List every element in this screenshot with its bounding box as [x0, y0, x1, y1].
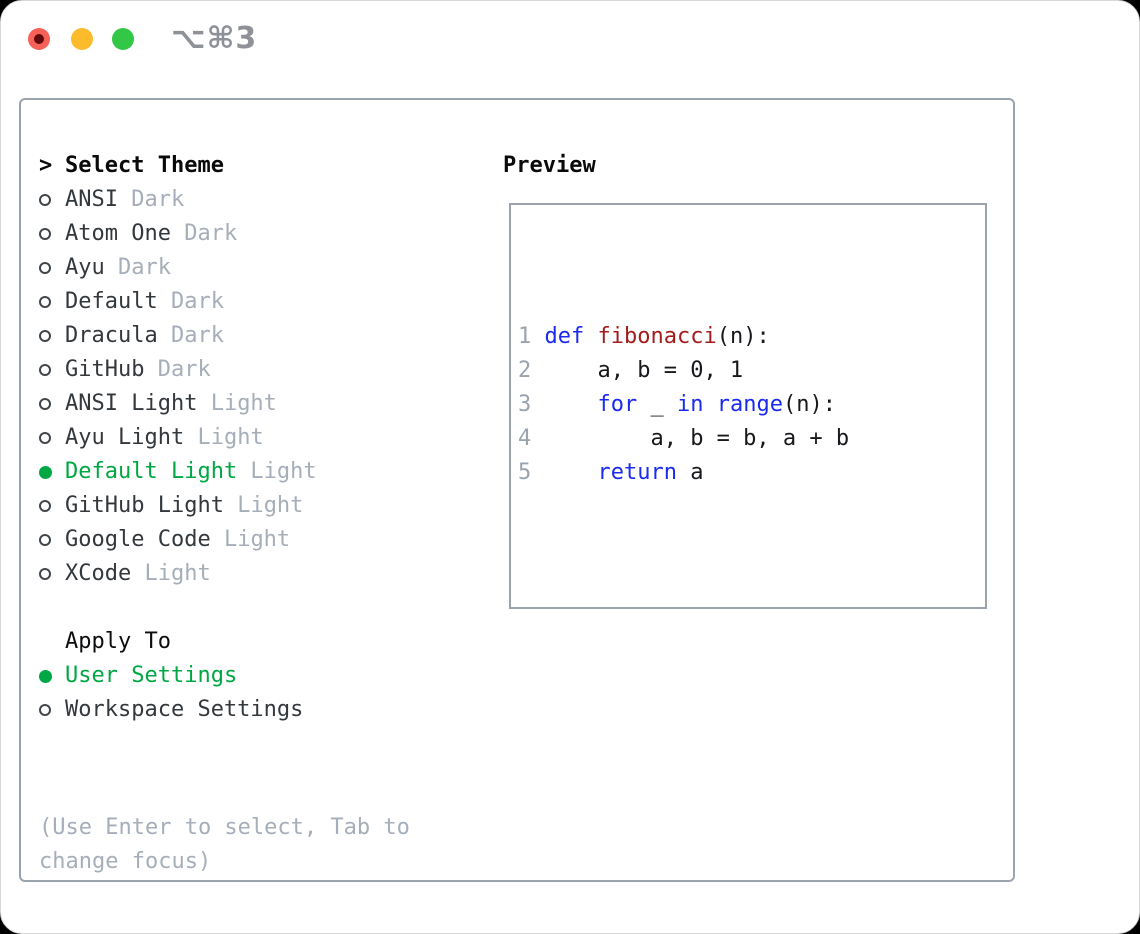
line-number: 1: [518, 324, 545, 349]
theme-option-ansi-light[interactable]: ANSI Light Light: [39, 387, 479, 421]
select-theme-header: > Select Theme: [39, 149, 479, 183]
code-line: 1 def fibonacci(n):: [518, 324, 770, 349]
recording-dot-icon: [34, 34, 44, 44]
theme-variant-label: Dark: [117, 187, 185, 212]
code-line: 5 return a: [518, 460, 704, 485]
focus-caret-icon: >: [39, 153, 53, 178]
theme-variant-label: Light: [197, 391, 277, 416]
theme-option-atom-one[interactable]: Atom One Dark: [39, 217, 479, 251]
theme-option-dracula[interactable]: Dracula Dark: [39, 319, 479, 353]
radio-selected-icon: [39, 669, 65, 683]
theme-variant-label: Light: [223, 493, 304, 518]
theme-variant-label: Light: [184, 425, 264, 450]
option-label: ANSI Light: [65, 391, 198, 416]
code-line: 2 a, b = 0, 1: [518, 358, 744, 383]
radio-unselected-icon: [39, 398, 65, 410]
theme-variant-label: Dark: [157, 289, 224, 314]
option-label: GitHub Light: [65, 493, 224, 518]
apply-option-user-settings[interactable]: User Settings: [39, 659, 479, 693]
option-label: Ayu: [65, 255, 105, 280]
theme-option-ayu-light[interactable]: Ayu Light Light: [39, 421, 479, 455]
code-line: 4 a, b = b, a + b: [518, 426, 850, 451]
option-label: Google Code: [65, 527, 211, 552]
option-label: Default: [65, 289, 158, 314]
theme-variant-label: Dark: [157, 323, 224, 348]
option-label: XCode: [65, 561, 132, 586]
line-number: 2: [518, 358, 545, 383]
radio-unselected-icon: [39, 228, 65, 240]
code-line: 3 for _ in range(n):: [518, 392, 836, 417]
close-button[interactable]: [28, 28, 50, 50]
blank-line: [518, 558, 929, 592]
option-label: Workspace Settings: [65, 697, 304, 722]
theme-option-xcode[interactable]: XCode Light: [39, 557, 479, 591]
hint-line: (Use Enter to select, Tab to: [39, 815, 410, 840]
option-label: GitHub: [65, 357, 145, 382]
radio-selected-icon: [39, 465, 65, 479]
titlebar: ⌥⌘3: [1, 1, 1139, 98]
theme-variant-label: Light: [131, 561, 211, 586]
theme-variant-label: Dark: [104, 255, 171, 280]
theme-option-ansi[interactable]: ANSI Dark: [39, 183, 479, 217]
radio-unselected-icon: [39, 704, 65, 716]
code-block: 1 def fibonacci(n): 2 a, b = 0, 1 3 for _ …: [518, 320, 929, 490]
line-number: 4: [518, 426, 545, 451]
apply-to-header: Apply To: [39, 625, 479, 659]
radio-unselected-icon: [39, 534, 65, 546]
apply-to-label: Apply To: [65, 629, 171, 654]
window-title: ⌥⌘3: [171, 21, 258, 56]
select-theme-label: Select Theme: [65, 153, 224, 178]
hint-line: change focus): [39, 849, 212, 874]
theme-option-default[interactable]: Default Dark: [39, 285, 479, 319]
theme-option-default-light[interactable]: Default Light Light: [39, 455, 479, 489]
radio-unselected-icon: [39, 500, 65, 512]
radio-unselected-icon: [39, 296, 65, 308]
zoom-button[interactable]: [112, 28, 134, 50]
radio-unselected-icon: [39, 194, 65, 206]
option-label: Default Light: [65, 459, 238, 484]
option-label: Dracula: [65, 323, 158, 348]
line-number: 5: [518, 460, 545, 485]
radio-unselected-icon: [39, 432, 65, 444]
theme-option-github[interactable]: GitHub Dark: [39, 353, 479, 387]
radio-unselected-icon: [39, 364, 65, 376]
option-label: Atom One: [65, 221, 171, 246]
option-label: Ayu Light: [65, 425, 185, 450]
theme-option-ayu[interactable]: Ayu Dark: [39, 251, 479, 285]
preview-label: Preview: [503, 153, 596, 178]
theme-variant-label: Dark: [170, 221, 238, 246]
theme-variant-label: Dark: [144, 357, 211, 382]
theme-option-github-light[interactable]: GitHub Light Light: [39, 489, 479, 523]
radio-unselected-icon: [39, 262, 65, 274]
radio-unselected-icon: [39, 568, 65, 580]
theme-variant-label: Light: [210, 527, 291, 552]
option-label: ANSI: [65, 187, 118, 212]
option-label: User Settings: [65, 663, 238, 688]
line-number: 3: [518, 392, 545, 417]
code-preview: 1 def fibonacci(n): 2 a, b = 0, 1 3 for _ …: [518, 252, 929, 607]
keyboard-hint: (Use Enter to select, Tab to change focus…: [39, 811, 410, 879]
preview-box: 1 def fibonacci(n): 2 a, b = 0, 1 3 for _ …: [509, 203, 987, 609]
theme-variant-label: Light: [237, 459, 317, 484]
theme-option-google-code[interactable]: Google Code Light: [39, 523, 479, 557]
apply-option-workspace-settings[interactable]: Workspace Settings: [39, 693, 479, 727]
minimize-button[interactable]: [71, 28, 93, 50]
radio-unselected-icon: [39, 330, 65, 342]
blank-line: [39, 591, 479, 625]
